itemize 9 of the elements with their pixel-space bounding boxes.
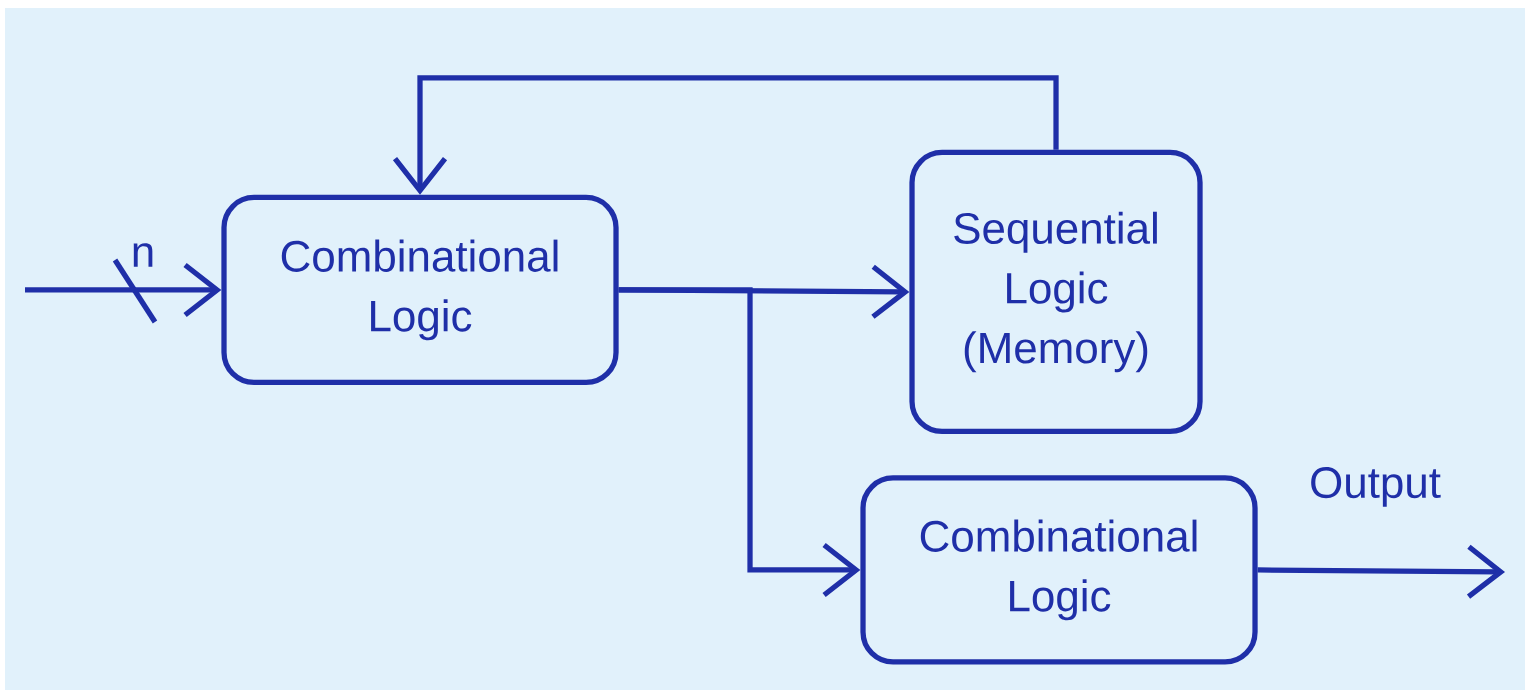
arrow bbox=[25, 262, 222, 318]
logic-block: Combinational Logic bbox=[860, 475, 1258, 665]
logic-block: Sequential Logic (Memory) bbox=[909, 149, 1203, 435]
logic-block: Combinational Logic bbox=[221, 194, 619, 386]
arrow bbox=[1257, 544, 1505, 599]
arrow bbox=[618, 287, 861, 598]
arrow bbox=[392, 75, 1059, 195]
edge-label: n bbox=[127, 239, 159, 271]
edge-label: Output bbox=[1305, 463, 1445, 511]
